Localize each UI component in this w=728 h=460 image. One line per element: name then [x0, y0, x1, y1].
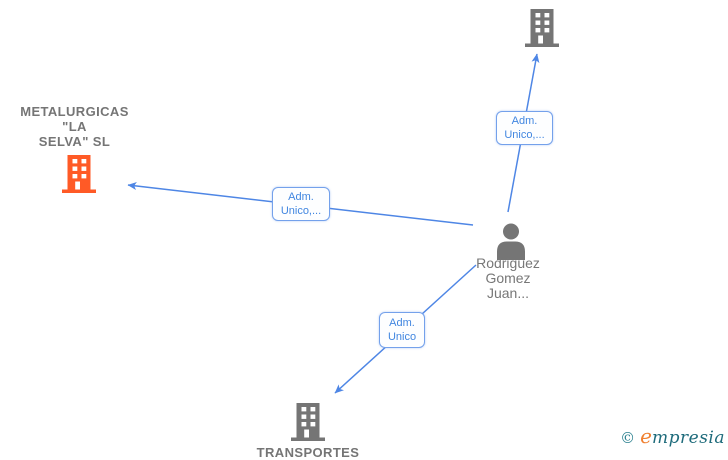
- edge-label-adm-unico-top[interactable]: Adm. Unico,...: [496, 111, 553, 145]
- edges-layer: [127, 53, 540, 394]
- copyright-symbol: ©: [620, 429, 636, 447]
- logo-brand-rest: mpresia: [652, 428, 725, 448]
- empresia-logo[interactable]: © e mpresia: [620, 424, 725, 448]
- person-icon[interactable]: [495, 223, 527, 260]
- logo-brand-initial: e: [640, 424, 652, 448]
- company-label-metalurgicas[interactable]: METALURGICAS "LA SELVA" SL: [20, 104, 129, 149]
- edge-label-adm-unico-bottom[interactable]: Adm. Unico: [379, 312, 425, 348]
- building-icon-bottom[interactable]: [291, 403, 325, 441]
- person-label-rodriguez[interactable]: Rodriguez Gomez Juan...: [476, 255, 540, 301]
- edge-label-adm-unico-left[interactable]: Adm. Unico,...: [272, 187, 330, 221]
- company-label-transportes[interactable]: TRANSPORTES: [256, 445, 360, 460]
- building-icon-highlighted[interactable]: [62, 155, 96, 193]
- building-icon-top[interactable]: [525, 9, 559, 47]
